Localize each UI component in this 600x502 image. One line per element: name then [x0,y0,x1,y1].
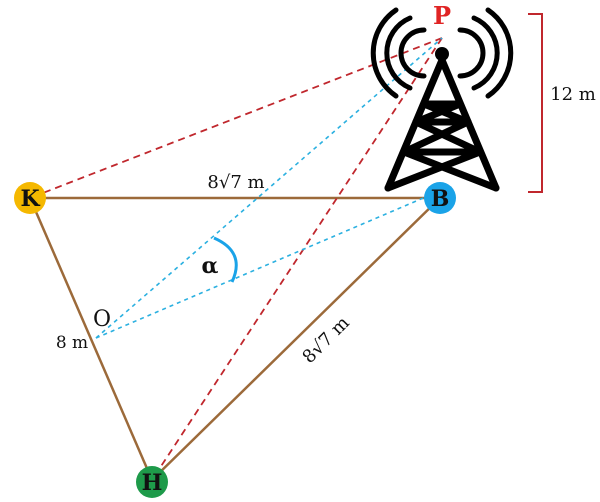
line-ph [151,37,443,481]
point-k-label: K [20,186,40,212]
line-ob [95,195,429,339]
radio-tower-icon [370,7,514,192]
point-k-marker [14,182,46,214]
point-b-label: B [431,186,450,212]
point-h: H [136,466,168,498]
point-k: K [14,182,46,214]
triangle-khb [28,196,441,481]
point-b: B [424,182,456,214]
point-p-label: P [433,1,451,30]
kb-length-label: 8√7 m [207,172,264,193]
height-bracket [528,13,543,193]
point-o-label: O [93,307,111,332]
point-h-marker [136,466,168,498]
point-b-marker [424,182,456,214]
point-h-label: H [142,470,163,496]
edge-kh [28,197,154,481]
angle-alpha-arc [213,236,238,283]
ko-length-label: 8 m [56,333,88,353]
angle-alpha-label: α [202,253,219,279]
edge-bh [151,197,441,481]
bh-length-label: 8√7 m [298,312,353,367]
tower-height-label: 12 m [550,84,596,105]
